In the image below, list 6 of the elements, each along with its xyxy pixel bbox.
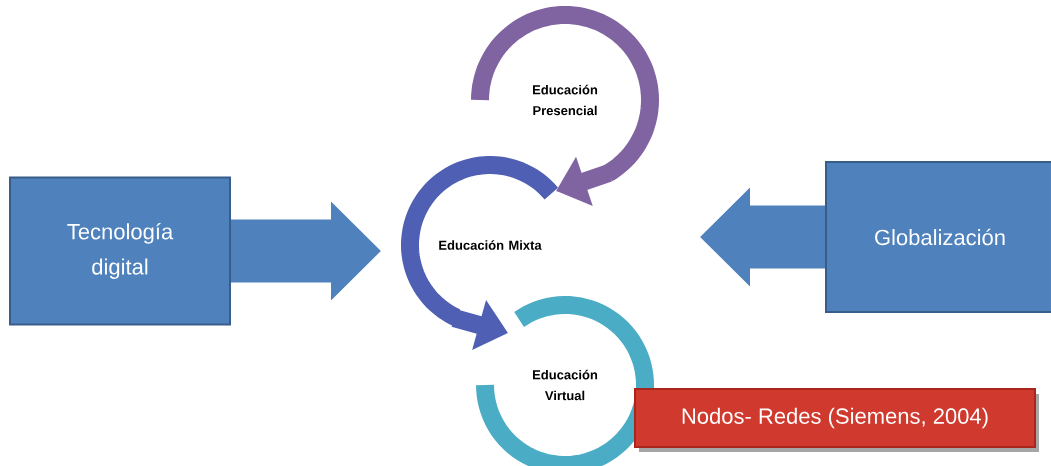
ring-node: Educación Presencial <box>471 6 659 182</box>
process-box: Globalización <box>825 161 1051 313</box>
process-box: Tecnología digital <box>9 176 231 326</box>
citation-box: Nodos- Redes (Siemens, 2004) <box>634 388 1039 452</box>
ring-node: Educación Mixta <box>401 156 559 326</box>
ring-node: Educación Virtual <box>476 296 654 466</box>
